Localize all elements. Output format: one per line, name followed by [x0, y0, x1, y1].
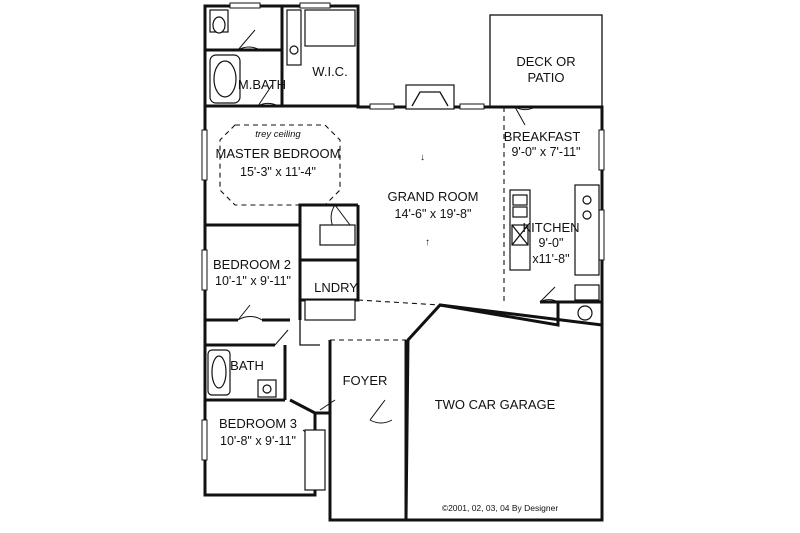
kitchen-dimensions-2: x11'-8": [532, 252, 569, 266]
closets: [304, 224, 356, 491]
breakfast-label: BREAKFAST: [504, 129, 581, 144]
trey-ceiling-outline: [219, 124, 341, 206]
master-bath-fixtures: [209, 9, 356, 104]
bedroom2-label: BEDROOM 2: [213, 257, 291, 272]
master-bedroom-dimensions: 15'-3" x 11'-4": [240, 165, 316, 179]
master-bedroom-label: MASTER BEDROOM: [216, 146, 341, 161]
copyright-notice: ©2001, 02, 03, 04 By Designer: [442, 503, 559, 513]
grand-room-label: GRAND ROOM: [388, 189, 479, 204]
master-bath-label: M.BATH: [238, 77, 286, 92]
garage-label: TWO CAR GARAGE: [435, 397, 556, 412]
wic-label: W.I.C.: [312, 64, 347, 79]
kitchen-label: KITCHEN: [522, 220, 579, 235]
bath-label: BATH: [230, 358, 264, 373]
deck-outline: [489, 14, 603, 108]
ceiling-arrow-up: ↓: [420, 152, 425, 163]
open-plan-lines: [330, 107, 505, 341]
breakfast-dimensions: 9'-0" x 7'-11": [511, 145, 580, 159]
windows: [201, 2, 605, 461]
bedroom3-dimensions: 10'-8" x 9'-11": [220, 434, 296, 448]
grand-room-dimensions: 14'-6" x 19'-8": [395, 207, 472, 221]
ceiling-arrow-down: ↑: [425, 237, 430, 248]
kitchen-fixtures: [509, 184, 600, 321]
foyer-label: FOYER: [343, 373, 388, 388]
interior-walls: [205, 6, 558, 415]
laundry-label: LNDRY.: [314, 280, 360, 295]
bedroom3-label: BEDROOM 3: [219, 416, 297, 431]
bath-fixtures: [207, 349, 277, 398]
kitchen-dimensions-1: 9'-0": [539, 236, 564, 250]
trey-ceiling-label: trey ceiling: [255, 129, 301, 140]
bedroom2-dimensions: 10'-1" x 9'-11": [215, 274, 291, 288]
deck-label-line2: PATIO: [527, 70, 564, 85]
deck-label-line1: DECK OR: [516, 54, 575, 69]
fireplace: [405, 84, 455, 110]
